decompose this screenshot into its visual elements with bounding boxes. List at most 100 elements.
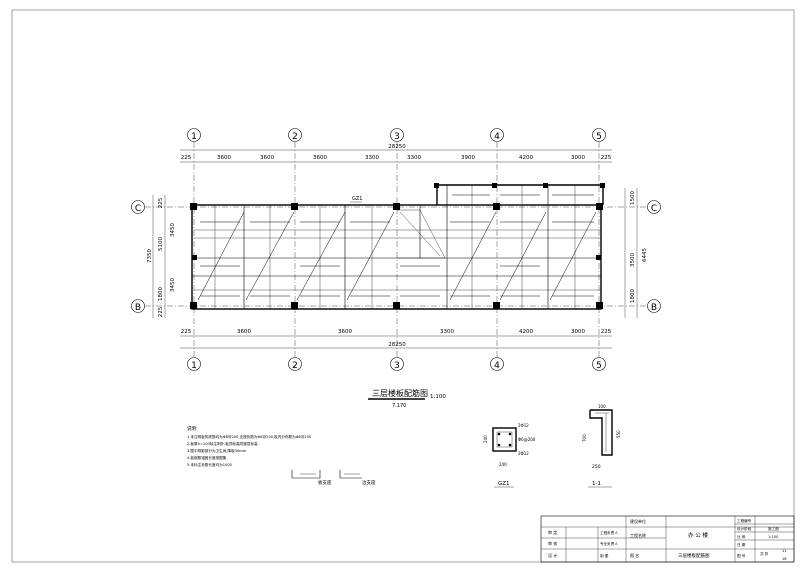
svg-text:5: 5: [596, 361, 602, 371]
svg-text:审 核: 审 核: [548, 540, 557, 546]
svg-text:板支座: 板支座: [318, 479, 332, 486]
section-gz1: 2Φ12 Φ6@200 2Φ12 240 240 GZ1: [483, 423, 536, 488]
svg-text:700: 700: [582, 434, 587, 442]
grid-bubbles-bottom: 1 2 3 4 5: [187, 357, 606, 371]
svg-text:工程负责人: 工程负责人: [600, 530, 618, 535]
svg-text:施工图: 施工图: [768, 526, 779, 531]
svg-text:5.未标注负筋长度均为1000: 5.未标注负筋长度均为1000: [187, 462, 233, 467]
svg-text:100: 100: [598, 404, 606, 409]
svg-text:办 公 楼: 办 公 楼: [688, 531, 708, 539]
svg-text:说明:: 说明:: [187, 425, 198, 432]
svg-text:3450: 3450: [170, 223, 176, 237]
svg-text:3600: 3600: [237, 329, 251, 335]
bottom-dimensions: 225 3600 3600 3300 4200 3000 225 28250: [180, 329, 612, 349]
svg-text:225: 225: [158, 306, 164, 317]
structural-columns: [190, 183, 605, 309]
svg-text:B: B: [651, 303, 657, 313]
svg-text:1800: 1800: [630, 289, 636, 303]
svg-text:5: 5: [596, 132, 602, 142]
svg-text:边支座: 边支座: [362, 479, 376, 486]
svg-text:3000: 3000: [571, 155, 585, 161]
svg-text:设 计: 设 计: [548, 552, 557, 558]
svg-text:GZ1: GZ1: [498, 481, 510, 487]
title-block: 建设单位 工程名称 办 公 楼 图 名 三层楼板配筋图 审 定 审 核 设 计 …: [540, 515, 795, 563]
svg-text:240: 240: [483, 435, 488, 443]
svg-text:专业负责人: 专业负责人: [600, 541, 618, 546]
svg-text:Φ6@200: Φ6@200: [518, 437, 536, 442]
svg-text:3450: 3450: [170, 278, 176, 292]
svg-text:2: 2: [292, 132, 298, 142]
svg-text:1: 1: [191, 361, 197, 371]
svg-text:图 号: 图 号: [737, 553, 746, 558]
svg-text:28250: 28250: [388, 342, 406, 348]
gz1-callout: GZ1: [350, 196, 362, 203]
svg-text:7350: 7350: [147, 249, 153, 263]
svg-text:2.板厚h=100除注明外,板顶标高同楼层标高: 2.板厚h=100除注明外,板顶标高同楼层标高: [187, 441, 258, 446]
svg-text:7.170: 7.170: [392, 403, 406, 409]
svg-text:3600: 3600: [217, 155, 231, 161]
general-notes: 说明: 1.未注明板的底筋均为Φ8@200,支座负筋为Φ8@200,板内分布筋为…: [187, 425, 312, 467]
svg-text:6445: 6445: [642, 248, 648, 262]
svg-text:GZ1: GZ1: [352, 196, 362, 202]
svg-text:3300: 3300: [365, 155, 379, 161]
svg-text:3900: 3900: [461, 155, 475, 161]
svg-text:设计阶段: 设计阶段: [737, 526, 752, 531]
svg-text:240: 240: [499, 462, 507, 467]
svg-text:共 张: 共 张: [760, 551, 769, 556]
svg-text:4.板钢筋锚固长度按图集: 4.板钢筋锚固长度按图集: [187, 455, 227, 460]
svg-text:审 定: 审 定: [548, 529, 557, 535]
svg-text:日 期: 日 期: [737, 542, 746, 547]
svg-text:3300: 3300: [440, 329, 454, 335]
svg-text:3600: 3600: [313, 155, 327, 161]
svg-text:225: 225: [181, 155, 192, 161]
svg-text:3000: 3000: [571, 329, 585, 335]
svg-text:C: C: [135, 204, 141, 214]
svg-text:三层楼板配筋图: 三层楼板配筋图: [678, 552, 710, 559]
svg-text:1-1: 1-1: [592, 481, 601, 487]
svg-text:225: 225: [601, 329, 612, 335]
svg-text:1500: 1500: [630, 191, 636, 205]
svg-text:制 图: 制 图: [600, 553, 609, 558]
svg-text:3600: 3600: [338, 329, 352, 335]
svg-text:4200: 4200: [519, 155, 533, 161]
svg-text:225: 225: [158, 197, 164, 208]
right-dimensions: 1500 3500 1800 6445: [624, 188, 648, 318]
support-legend: 板支座 边支座: [291, 470, 376, 486]
top-dimensions: 225 3600 3600 3600 3300 3300 3900 4200 3…: [180, 144, 612, 163]
grid-bubbles-top: 1 2 3 4 5: [187, 128, 606, 142]
svg-text:225: 225: [181, 329, 192, 335]
svg-text:1: 1: [191, 132, 197, 142]
svg-text:1:100: 1:100: [430, 394, 446, 400]
section-1-1: 100 250 700 550 1-1: [582, 404, 621, 488]
drawing-title-block: 三层楼板配筋图 1:100 7.170: [368, 388, 446, 409]
svg-text:11: 11: [782, 549, 787, 553]
svg-text:4: 4: [494, 361, 500, 371]
svg-text:2Φ12: 2Φ12: [518, 451, 529, 456]
svg-text:4200: 4200: [519, 329, 533, 335]
svg-text:B: B: [135, 303, 141, 313]
grid-lines: [145, 142, 647, 357]
svg-text:3500: 3500: [630, 253, 636, 267]
svg-text:3: 3: [394, 361, 400, 371]
left-dimensions: 225 5100 1800 225 7350 3450 3450: [147, 195, 176, 318]
svg-text:3600: 3600: [260, 155, 274, 161]
svg-text:16: 16: [782, 557, 787, 561]
svg-text:建设单位: 建设单位: [630, 518, 646, 524]
svg-text:2: 2: [292, 361, 298, 371]
svg-text:225: 225: [601, 155, 612, 161]
svg-text:250: 250: [592, 464, 601, 470]
svg-text:三层楼板配筋图: 三层楼板配筋图: [372, 388, 428, 398]
svg-text:1800: 1800: [158, 287, 164, 301]
svg-text:比 例: 比 例: [737, 534, 746, 539]
svg-text:C: C: [651, 204, 657, 214]
svg-text:工程名称: 工程名称: [630, 532, 646, 538]
svg-text:28250: 28250: [388, 144, 406, 150]
rebar-marks: [197, 194, 597, 301]
svg-text:1:100: 1:100: [768, 535, 779, 539]
svg-text:550: 550: [616, 430, 621, 438]
svg-text:2Φ12: 2Φ12: [518, 423, 529, 428]
stair-opening: [397, 209, 446, 259]
svg-text:图 名: 图 名: [630, 552, 639, 558]
